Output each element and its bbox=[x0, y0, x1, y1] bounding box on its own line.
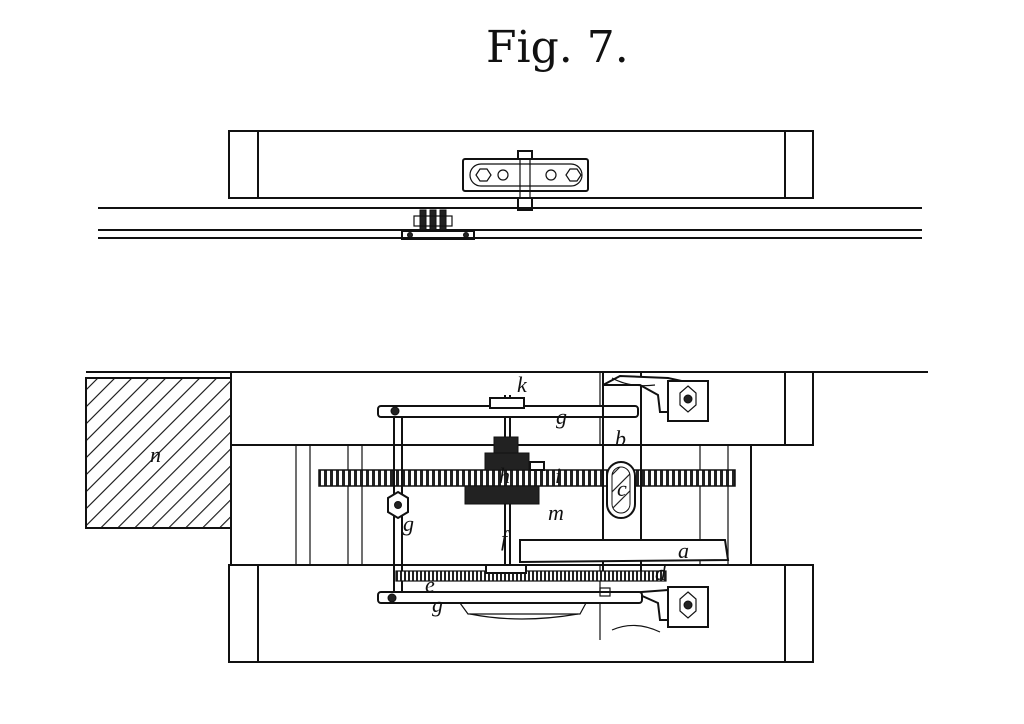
label-c: c bbox=[617, 476, 627, 501]
bottom-view bbox=[85, 371, 928, 663]
label-d: d bbox=[655, 560, 667, 585]
label-m: m bbox=[548, 500, 564, 525]
label-g-bottom: g bbox=[432, 592, 443, 617]
label-n: n bbox=[150, 442, 161, 467]
label-i: i bbox=[555, 463, 561, 488]
large-spur-gear bbox=[318, 469, 736, 487]
label-f: f bbox=[501, 526, 510, 551]
label-g-top: g bbox=[556, 404, 567, 429]
part-labels: n k g b h i c g m f a d e g bbox=[150, 372, 689, 617]
label-a: a bbox=[678, 538, 689, 563]
label-e: e bbox=[425, 572, 435, 597]
label-k: k bbox=[517, 372, 528, 397]
top-view bbox=[98, 130, 922, 240]
label-g-left: g bbox=[403, 511, 414, 536]
figure-title: Fig. 7. bbox=[486, 22, 629, 73]
label-h: h bbox=[499, 463, 510, 488]
label-b: b bbox=[615, 426, 626, 451]
